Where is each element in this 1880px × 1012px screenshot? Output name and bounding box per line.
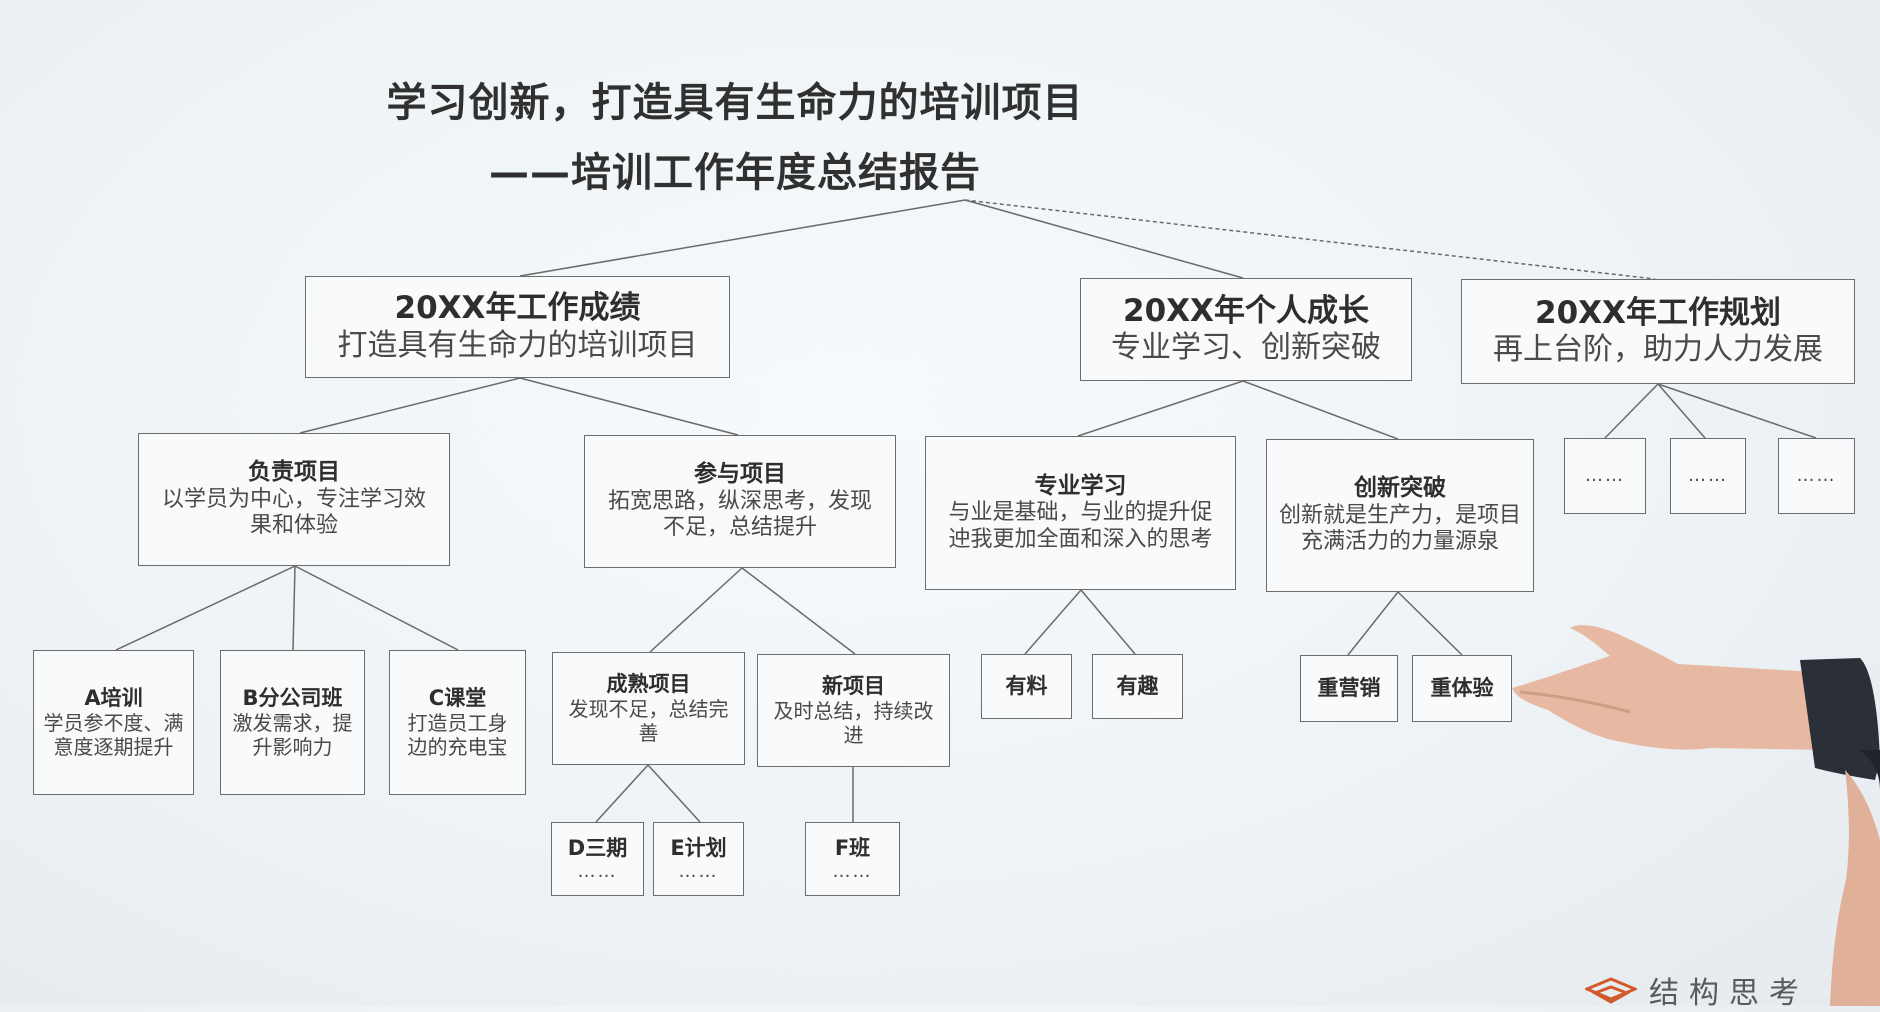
node-participation: 参与项目 拓宽思路，纵深思考，发现不足，总结提升 [584,435,896,568]
node-study-item-2: 有趣 [1092,654,1183,719]
node-c-classroom: C课堂 打造员工身边的充电宝 [389,650,526,795]
node-new-project: 新项目 及时总结，持续改进 [757,654,950,767]
node-text: 打造员工身边的充电宝 [407,711,508,760]
node-e-plan: E计划 …… [653,822,744,896]
link-growth-innov [1242,380,1399,440]
node-text: …… [577,860,618,882]
node-heading: 20XX年工作成绩 [394,290,641,327]
node-f-class: F班 …… [805,822,900,896]
link-achv-part [519,377,739,436]
node-heading: 专业学习 [1034,472,1127,499]
node-heading: B分公司班 [242,685,343,710]
node-heading: 重体验 [1430,675,1494,700]
sub-title: ——培训工作年度总结报告 [489,150,981,196]
node-text: …… [678,860,719,882]
link-root-plan [964,199,1656,280]
node-innovation-item-2: 重体验 [1412,655,1512,722]
node-text: 以学员为中心，专注学习效果和体验 [161,486,426,539]
node-text: 与业是基础，与业的提升促迚我更加全面和深入的思考 [948,500,1213,552]
node-heading: 创新突破 [1354,475,1446,502]
node-growth: 20XX年个人成长 专业学习、创新突破 [1080,278,1412,381]
link-resp-c [294,565,459,651]
link-resp-a [115,565,296,651]
node-text: 拓宽思路，纵深思考，发现不足，总结提升 [607,488,872,541]
node-heading: 成熟项目 [606,671,691,696]
node-plan: 20XX年工作规划 再上台阶，助力人力发展 [1461,279,1855,384]
node-b-branch: B分公司班 激发需求，提升影响力 [220,650,365,795]
link-part-new [741,567,856,655]
node-heading: 20XX年个人成长 [1123,292,1369,329]
node-text: 激发需求，提升影响力 [232,711,353,760]
node-heading: 有趣 [1116,673,1159,698]
link-root-achievement [519,199,966,277]
node-subtitle: 打造具有生命力的培训项目 [337,327,698,363]
link-mature-e [647,764,701,823]
node-a-training: A培训 学员参不度、满意度逐期提升 [33,650,194,795]
node-heading: F班 [834,835,871,860]
node-text: 及时总结，持续改进 [773,699,934,748]
node-study: 专业学习 与业是基础，与业的提升促迚我更加全面和深入的思考 [925,436,1236,590]
node-heading: 20XX年工作规划 [1535,294,1781,331]
link-plan-1 [1604,383,1659,439]
link-study-a [1024,589,1082,655]
link-growth-study [1077,380,1244,437]
node-plan-item-2: …… [1670,438,1746,514]
node-subtitle: 专业学习、创新突破 [1111,330,1381,366]
link-plan-2 [1657,383,1706,439]
link-innov-a [1347,591,1399,656]
main-title: 学习创新，打造具有生命力的培训项目 [386,80,1084,126]
node-responsible: 负责项目 以学员为中心，专注学习效果和体验 [138,433,450,566]
node-heading: E计划 [670,835,727,860]
node-heading: 新项目 [822,673,885,698]
link-plan-3 [1657,383,1817,439]
node-heading: 重营销 [1317,675,1381,700]
node-text: …… [1585,465,1625,487]
node-study-item-1: 有料 [981,654,1072,719]
node-achievement: 20XX年工作成绩 打造具有生命力的培训项目 [305,276,730,378]
link-achv-resp [299,377,521,434]
node-heading: A培训 [84,685,143,710]
node-heading: 负责项目 [248,459,340,486]
node-heading: 参与项目 [694,461,786,488]
node-plan-item-3: …… [1778,438,1855,514]
node-heading: 有料 [1005,673,1048,698]
node-subtitle: 再上台阶，助力人力发展 [1493,332,1823,368]
logo-text: 结构思考 [1649,976,1809,1011]
node-innovation: 创新突破 创新就是生产力，是项目充满活力的力量源泉 [1266,439,1534,592]
brand-logo: 结构思考 [1585,968,1809,1012]
presenter-hand-image [1512,625,1880,1006]
node-heading: C课堂 [428,685,487,710]
link-resp-b [292,565,296,651]
node-text: 学员参不度、满意度逐期提升 [43,711,184,760]
node-text: 创新就是生产力，是项目充满活力的力量源泉 [1279,502,1522,555]
node-innovation-item-1: 重营销 [1300,655,1398,722]
node-text: 发现不足，总结完善 [568,697,729,746]
logo-mark-icon [1585,977,1637,1004]
link-part-mature [649,567,743,653]
node-plan-item-1: …… [1564,438,1646,514]
node-text: …… [832,860,873,882]
node-text: …… [1796,465,1837,487]
node-d-phase: D三期 …… [551,822,644,896]
link-innov-b [1397,591,1463,656]
node-heading: D三期 [567,835,628,860]
node-mature-project: 成熟项目 发现不足，总结完善 [552,652,745,765]
link-root-growth [964,199,1244,279]
link-study-b [1080,589,1136,655]
link-mature-d [595,764,649,823]
node-text: …… [1688,465,1728,487]
